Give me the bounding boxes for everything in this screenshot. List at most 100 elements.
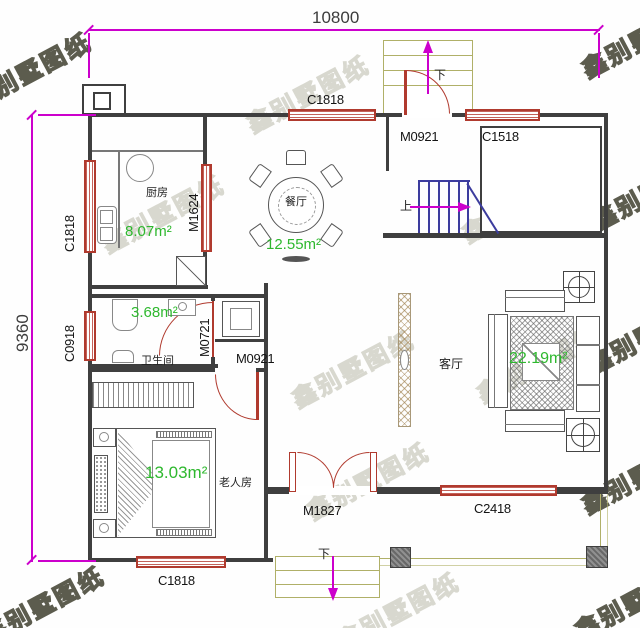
- door-gap-entry: [402, 112, 452, 118]
- label-door-m0721: M0721: [197, 318, 212, 357]
- porch-edge: [380, 558, 608, 560]
- bed-blanket: [152, 440, 210, 528]
- porch-column: [586, 546, 608, 568]
- dimension-line-top: [88, 29, 600, 31]
- door-m1624-kitchen: [201, 164, 212, 252]
- bottom-step-tread: [275, 570, 380, 571]
- stair-rail: [418, 180, 470, 182]
- dimension-ext-left-bottom: [38, 560, 96, 562]
- porch-edge-inner: [380, 565, 601, 566]
- arrow-right-icon: [458, 202, 471, 212]
- label-kitchen: 厨房: [146, 187, 168, 199]
- window-c1818-top: [288, 109, 376, 121]
- kitchen-sink-basin: [100, 210, 113, 224]
- label-stairs-up: 上: [400, 199, 413, 213]
- label-steps-down-bottom: 下: [318, 547, 331, 561]
- label-dining: 餐厅: [285, 196, 307, 208]
- wall-stair-stub: [386, 113, 389, 171]
- plant-pot: [566, 418, 600, 452]
- label-steps-down-top: 下: [434, 68, 447, 82]
- watermark: 鑫别墅图纸: [577, 0, 640, 84]
- flue-box: [82, 84, 126, 115]
- coffee-table: [522, 343, 560, 381]
- wall-bedroom-north-a: [88, 368, 215, 372]
- laundry-unit-inner: [230, 308, 252, 330]
- sofa-left-line: [494, 314, 495, 408]
- bath-shower: [112, 299, 138, 331]
- dimension-ext-top-left: [88, 33, 90, 78]
- wall-hall-west: [264, 294, 268, 562]
- window-c2418-living: [440, 485, 557, 496]
- bottom-step-tread: [275, 584, 380, 585]
- arrow-down-icon: [328, 588, 338, 601]
- porch-column: [390, 547, 411, 568]
- wall-bathroom-north: [88, 294, 268, 298]
- wall-hall-stub: [264, 283, 268, 296]
- kitchen-fridge: [176, 256, 206, 286]
- wall-closet-south: [215, 339, 268, 342]
- door-arc-bedroom: [215, 374, 257, 420]
- sofa-top: [505, 290, 565, 312]
- sofa-bottom-line: [505, 424, 565, 425]
- area-living-room: 22.19m²: [509, 350, 568, 367]
- label-elder-room: 老人房: [219, 477, 252, 489]
- nightstand-lamp: [99, 432, 109, 442]
- window-c0918-bath: [84, 311, 96, 361]
- label-living-room: 客厅: [439, 357, 464, 371]
- label-door-m0921-entry: M0921: [400, 129, 439, 144]
- bed-sheet-top: [156, 431, 212, 438]
- sofa-bottom: [505, 410, 565, 432]
- arrow-up-icon: [423, 40, 433, 53]
- arrow-top-steps: [427, 52, 429, 94]
- door-arc-front-left: [297, 452, 334, 488]
- porch-edge-right: [600, 494, 602, 559]
- tv-cabinet-divider: [576, 344, 600, 346]
- kitchen-counter: [92, 150, 203, 152]
- label-door-m0921-bedroom: M0921: [236, 351, 275, 366]
- door-gap-front: [289, 486, 377, 495]
- tv-cabinet-divider: [576, 384, 600, 386]
- plant-pot: [563, 271, 595, 303]
- dimension-height: 9360: [13, 314, 32, 352]
- door-jamb-front-left: [289, 452, 296, 492]
- wall-east: [604, 113, 608, 494]
- area-kitchen: 8.07m²: [125, 223, 172, 240]
- dimension-ext-top-right: [598, 33, 600, 78]
- porch-edge-right-outer: [607, 494, 608, 565]
- area-dining: 12.55m²: [266, 236, 322, 253]
- bath-sink-bowl: [178, 302, 187, 311]
- label-window-c2418: C2418: [474, 501, 511, 516]
- label-window-c1818-kitchen: C1818: [62, 215, 77, 252]
- dining-chair: [320, 163, 344, 188]
- door-leaf-bath: [212, 301, 214, 357]
- sofa-top-line: [505, 297, 565, 298]
- window-c1518-top: [465, 109, 540, 121]
- dimension-width: 10800: [312, 8, 360, 27]
- label-window-c0918: C0918: [62, 325, 77, 362]
- label-window-c1818-bottom: C1818: [158, 573, 195, 588]
- dining-chair: [286, 150, 306, 165]
- label-door-m1624: M1624: [186, 193, 201, 232]
- flue-inner: [93, 92, 111, 110]
- label-window-c1818-top: C1818: [307, 92, 344, 107]
- wall-bedroom-north-b: [256, 368, 268, 372]
- bed-sheet-bottom: [156, 529, 212, 536]
- tv-cabinet: [576, 316, 600, 412]
- area-elder-room: 13.03m²: [145, 463, 208, 482]
- watermark: 鑫别墅图纸: [0, 562, 111, 628]
- hall-screen-ornament: [400, 350, 409, 370]
- window-c1818-bottom: [136, 556, 226, 568]
- wall-bathroom-south: [88, 364, 218, 368]
- arrow-stairs-up: [410, 206, 460, 208]
- door-arc-front-right: [333, 452, 370, 488]
- dining-chair: [320, 223, 344, 248]
- door-jamb-front-right: [370, 452, 377, 492]
- wall-kitchen-south: [88, 285, 208, 289]
- door-leaf-bedroom: [256, 372, 259, 420]
- kitchen-counter-side: [118, 152, 120, 248]
- window-c1818-kitchen: [84, 160, 96, 253]
- area-bathroom: 3.68m²: [131, 304, 178, 321]
- niche-room: [480, 126, 602, 233]
- arrow-bottom-steps: [332, 556, 334, 590]
- nightstand-lamp: [99, 523, 109, 533]
